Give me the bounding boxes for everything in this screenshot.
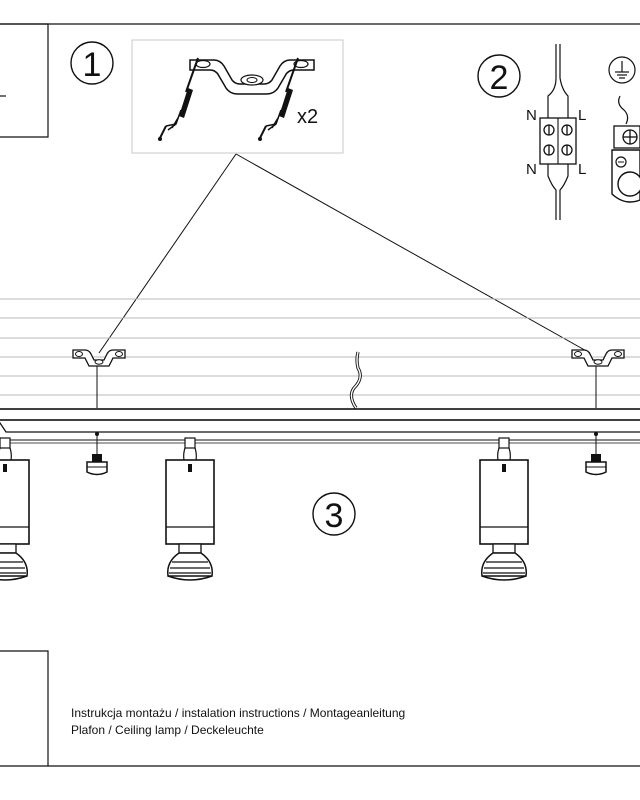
step-1-number: 1	[83, 46, 102, 84]
ceiling-bracket-right	[571, 349, 625, 408]
spotlight-left	[0, 437, 30, 581]
lamp-rail	[0, 408, 640, 444]
terminal-screw-icon	[543, 124, 573, 156]
step-1-marker: 1	[70, 41, 114, 85]
live-label-bottom: L	[578, 161, 586, 178]
step-3-number: 3	[325, 497, 344, 535]
power-cable-icon	[349, 351, 362, 409]
mounting-knob-right	[585, 431, 607, 476]
ground-terminal-icon	[611, 125, 640, 203]
spotlight-right	[479, 437, 529, 581]
ceiling-bracket-left	[72, 349, 126, 408]
mounting-bracket-icon	[189, 59, 315, 95]
ceiling-lines	[0, 298, 640, 396]
instructions-title: Instrukcja montażu / instalation instruc…	[71, 706, 406, 720]
leader-lines	[98, 153, 591, 354]
screw-and-wall-plug-icon	[158, 57, 199, 141]
page-frame	[0, 23, 640, 767]
screw-and-wall-plug-icon-2	[258, 57, 299, 141]
product-name: Plafon / Ceiling lamp / Deckeleuchte	[71, 723, 264, 737]
quantity-label: x2	[297, 106, 318, 128]
spotlight-center	[165, 437, 215, 581]
step-3-marker: 3	[312, 492, 356, 536]
mounting-knob-left	[86, 431, 108, 476]
step-2-number: 2	[490, 59, 509, 97]
live-label-top: L	[578, 107, 586, 124]
ground-connection-diagram	[608, 56, 640, 203]
terminal-block-diagram: N L N L	[526, 44, 586, 220]
neutral-label-top: N	[526, 107, 537, 124]
ground-symbol-icon	[608, 56, 636, 84]
step-1-panel: x2	[131, 39, 344, 154]
neutral-label-bottom: N	[526, 161, 537, 178]
step-2-marker: 2	[477, 54, 521, 98]
